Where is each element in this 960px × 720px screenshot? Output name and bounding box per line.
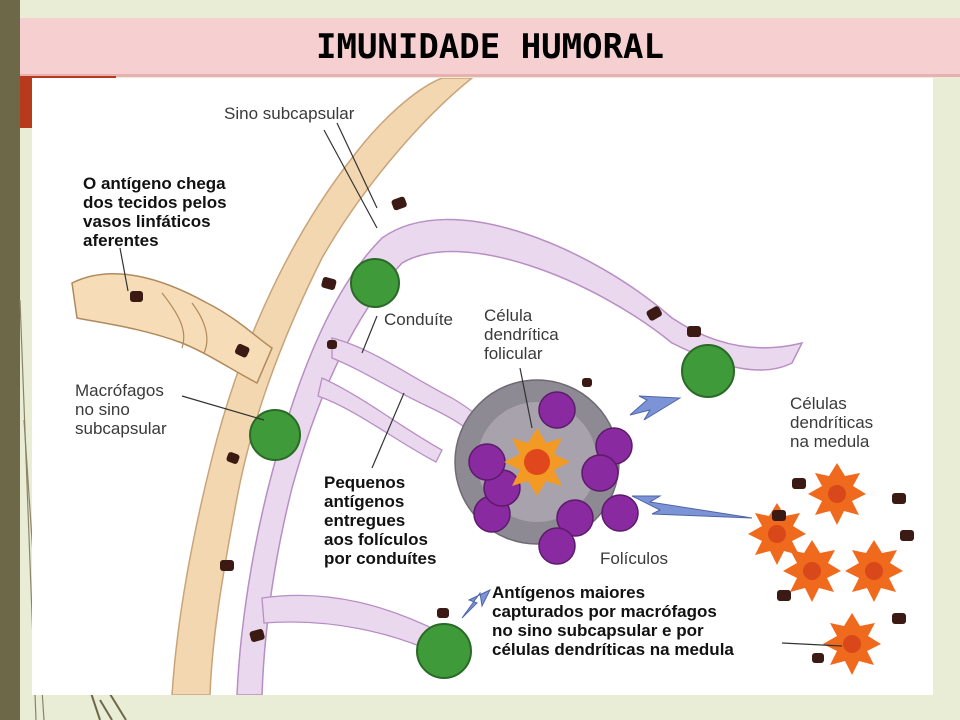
label-macrofagos-line-3: subcapsular [75, 419, 167, 438]
medullary-dendritic-cells [748, 463, 903, 675]
label-antigenos-maiores-line-1: Antígenos maiores [492, 583, 646, 602]
label-celulas-dendriticas-line-1: Células [790, 394, 847, 413]
arrows [461, 395, 753, 619]
b-cell [601, 494, 639, 532]
label-macrofagos-line-2: no sino [75, 400, 130, 419]
label-celulas-dendriticas-line-2: dendríticas [790, 413, 874, 432]
macrophage [249, 409, 301, 461]
lower-sinus [261, 594, 443, 654]
antigen-particles [130, 196, 914, 663]
b-cell [538, 527, 576, 565]
label-pequenos-antigenos-line-2: antígenos [324, 492, 405, 511]
macrophage [350, 258, 400, 308]
afferent-lymphatic-vessel [71, 273, 273, 385]
label-sino-subcapsular: Sino subcapsular [224, 104, 355, 123]
label-celula-dendritica-folicular-line-1: Célula [484, 306, 533, 325]
slide-left-bar [0, 0, 20, 720]
label-antigeno-chega-line-1: O antígeno chega [83, 174, 226, 193]
label-antigeno-chega-line-3: vasos linfáticos [83, 212, 211, 231]
b-cell [538, 391, 576, 429]
label-pequenos-antigenos-line-1: Pequenos [324, 473, 406, 492]
label-celula-dendritica-folicular-line-2: dendrítica [484, 325, 559, 344]
label-pequenos-antigenos-line-4: aos folículos [324, 530, 428, 549]
lymph-node-diagram [71, 78, 914, 695]
label-antigeno-chega-line-4: aferentes [83, 231, 159, 250]
macrophage [681, 344, 735, 398]
label-celulas-dendriticas-line-3: na medula [790, 432, 870, 451]
label-macrofagos-line-1: Macrófagos [75, 381, 164, 400]
label-antigenos-maiores-line-2: capturados por macrófagos [492, 602, 717, 621]
slide-title: IMUNIDADE HUMORAL [316, 27, 664, 67]
label-conduite: Conduíte [384, 310, 453, 329]
b-cell [581, 454, 619, 492]
diagram-panel: Sino subcapsular O antígeno chega dos te… [32, 78, 933, 695]
conduit-2 [317, 377, 443, 463]
label-celula-dendritica-folicular-line-3: folicular [484, 344, 543, 363]
label-pequenos-antigenos-line-5: por conduítes [324, 549, 437, 568]
macrophage [416, 623, 472, 679]
leader-lines [119, 122, 843, 647]
label-antigenos-maiores-line-4: células dendríticas na medula [492, 640, 734, 659]
label-pequenos-antigenos-line-3: entregues [324, 511, 406, 530]
b-cell [468, 443, 506, 481]
label-foliculos: Folículos [600, 549, 669, 568]
title-band: IMUNIDADE HUMORAL [20, 18, 960, 77]
label-antigenos-maiores-line-3: no sino subcapsular e por [492, 621, 704, 640]
capsule [171, 78, 474, 695]
label-antigeno-chega-line-2: dos tecidos pelos [83, 193, 227, 212]
b-cell [556, 499, 594, 537]
